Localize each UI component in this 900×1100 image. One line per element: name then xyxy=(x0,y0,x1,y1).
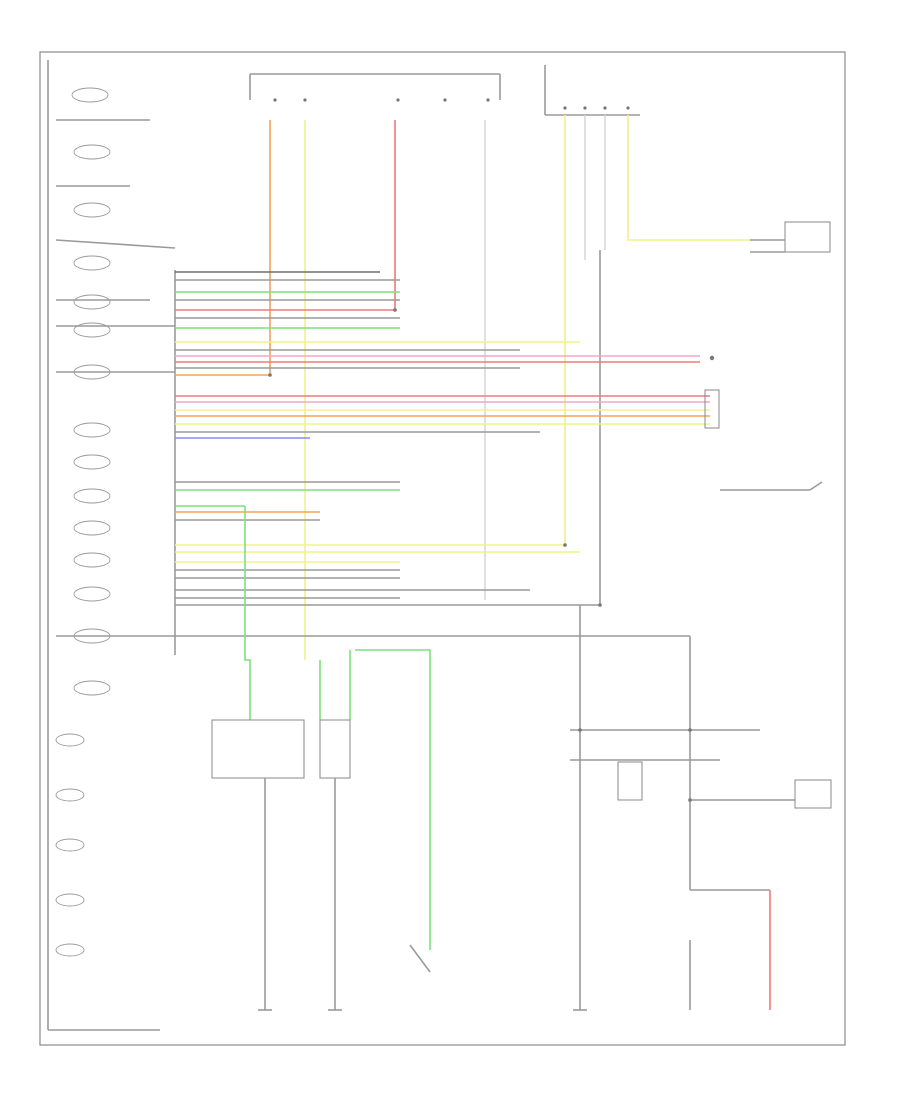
drop-wire-green-1 xyxy=(244,506,251,720)
lower-left-switch xyxy=(409,944,431,973)
indicator-icon-12 xyxy=(73,552,111,568)
indicator-icon-16 xyxy=(55,733,85,747)
junction-dots xyxy=(268,308,692,802)
indicator-icon-9 xyxy=(73,454,111,470)
lower-right-sensors xyxy=(570,729,832,1010)
indicator-icon-1 xyxy=(71,87,109,103)
fuse-block-section xyxy=(249,73,501,102)
feed-wire-orange xyxy=(175,120,271,376)
module-box-right-1 xyxy=(704,389,720,429)
indicator-icon-15 xyxy=(73,680,111,696)
indicator-icon-3 xyxy=(73,202,111,218)
indicator-icon-20 xyxy=(55,943,85,957)
diagram-frame xyxy=(39,51,846,1046)
relay-box-right xyxy=(319,719,351,779)
harness-middle-group xyxy=(175,395,710,439)
instrument-cluster xyxy=(47,60,176,1031)
indicator-icon-19 xyxy=(55,893,85,907)
relay-box-left xyxy=(211,719,305,779)
indicator-icon-6 xyxy=(73,322,111,338)
harness-lower-group xyxy=(175,481,690,637)
indicator-icon-5 xyxy=(73,294,111,310)
ecm-wire-yellow-a xyxy=(175,115,566,546)
ecm-wire-yellow-d xyxy=(627,115,750,241)
indicator-icon-10 xyxy=(73,488,111,504)
indicator-icon-2 xyxy=(73,144,111,160)
indicator-icon-8 xyxy=(73,422,111,438)
indicator-icon-4 xyxy=(73,255,111,271)
indicator-icon-17 xyxy=(55,788,85,802)
engine-control-module xyxy=(544,65,640,116)
cluster-indicator-icons xyxy=(55,87,111,957)
harness-top-group xyxy=(175,271,700,369)
indicator-icon-13 xyxy=(73,586,111,602)
indicator-icon-11 xyxy=(73,520,111,536)
feed-wire-red xyxy=(175,120,396,311)
right-switch-box xyxy=(784,221,831,253)
indicator-icon-18 xyxy=(55,838,85,852)
drop-wire-green-3 xyxy=(355,649,431,950)
